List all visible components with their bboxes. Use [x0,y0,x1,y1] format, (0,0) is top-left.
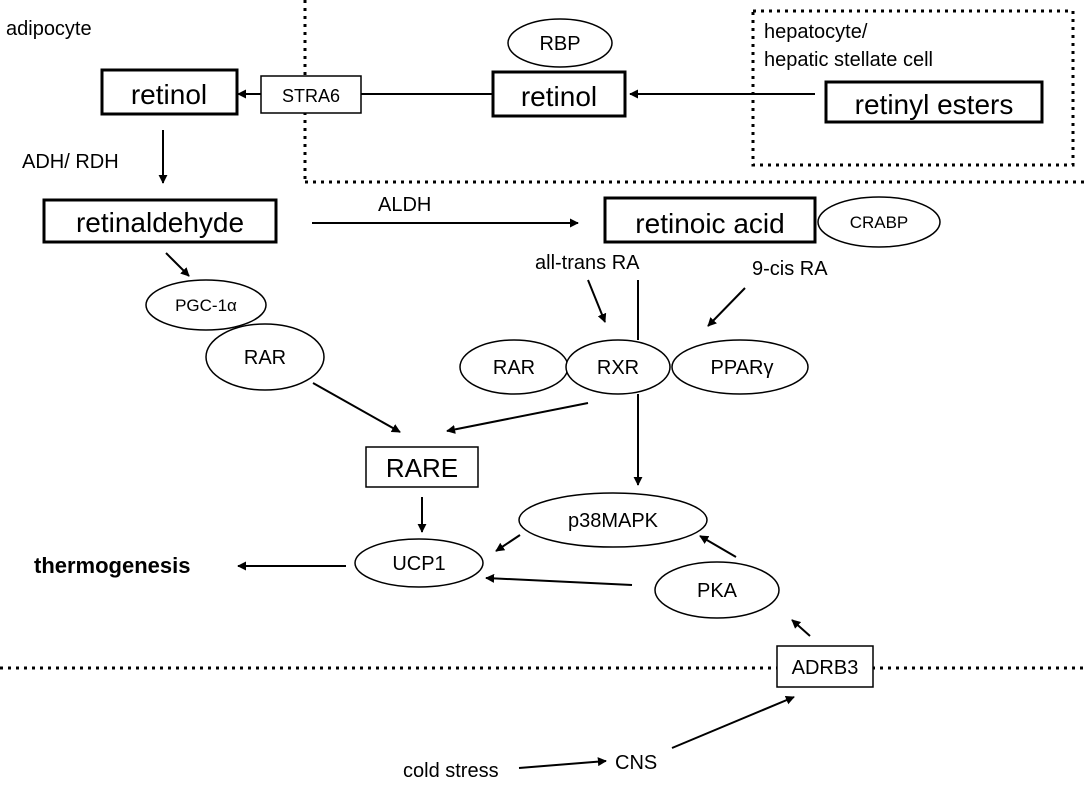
adrb3-text: ADRB3 [792,657,859,679]
rbp-text: RBP [539,33,580,55]
retinol-circulating-text: retinol [521,81,597,112]
arrow-cns-to-adrb3 [671,695,795,749]
aldh-label: ALDH [378,194,431,216]
pka-text: PKA [697,580,738,602]
hepatocyte-label-line2: hepatic stellate cell [764,49,933,71]
all-trans-ra-label: all-trans RA [535,252,640,274]
crabp-ellipse [817,196,941,248]
hepatocyte-region-box [751,9,1075,167]
stra6-box [260,75,362,114]
hepatocyte-label-line1: hepatocyte/ [764,21,868,43]
retinol-adipocyte-text: retinol [131,79,207,110]
rare-box [365,446,479,488]
rxr-ellipse [565,339,671,395]
retinaldehyde-box [42,198,278,244]
retinyl-esters-box [824,80,1044,124]
cold-stress-label: cold stress [403,760,499,782]
arrow-retinaldehyde-to-pgc1a [165,252,190,277]
rxr-text: RXR [597,357,639,379]
adipocyte-label: adipocyte [6,18,92,40]
adh-rdh-label: ADH/ RDH [22,151,119,173]
cns-label: CNS [615,752,657,774]
nine-cis-ra-label: 9-cis RA [752,258,828,280]
retinoic-acid-text: retinoic acid [635,208,784,239]
rar-left-ellipse [205,323,325,391]
arrow-rar-to-rare [312,382,401,433]
retinoic-acid-box [603,196,817,244]
pka-ellipse [654,561,780,619]
adrb3-box [776,645,874,688]
arrow-rxr-to-rare [446,402,589,434]
rbp-ellipse [507,18,613,68]
ucp1-text: UCP1 [392,553,445,575]
rare-text: RARE [386,453,458,483]
ppar-gamma-ellipse [671,339,809,395]
p38mapk-ellipse [518,492,708,548]
arrow-p38mapk-to-ucp1 [495,534,521,552]
rar-left-text: RAR [244,347,286,369]
rar-complex-text: RAR [493,357,535,379]
arrow-cold-stress-to-cns [518,757,607,769]
pgc1a-ellipse [145,279,267,331]
retinol-adipocyte-box [100,68,239,116]
stra6-text: STRA6 [282,86,340,106]
arrow-pka-to-p38mapk [699,535,737,558]
thermogenesis-label: thermogenesis [34,553,191,578]
arrow-pka-to-ucp1 [485,573,633,586]
retinaldehyde-text: retinaldehyde [76,207,244,238]
crabp-text: CRABP [850,213,909,232]
arrow-all-trans-ra-to-rxr [587,279,607,323]
arrow-adrb3-to-pka [791,619,811,637]
p38mapk-text: p38MAPK [568,510,659,532]
ppar-gamma-text: PPARγ [711,357,774,379]
pgc1a-text: PGC-1α [175,296,237,315]
retinyl-esters-text: retinyl esters [855,89,1014,120]
arrow-9-cis-ra-to-rxr [707,287,746,327]
ucp1-ellipse [354,538,484,588]
